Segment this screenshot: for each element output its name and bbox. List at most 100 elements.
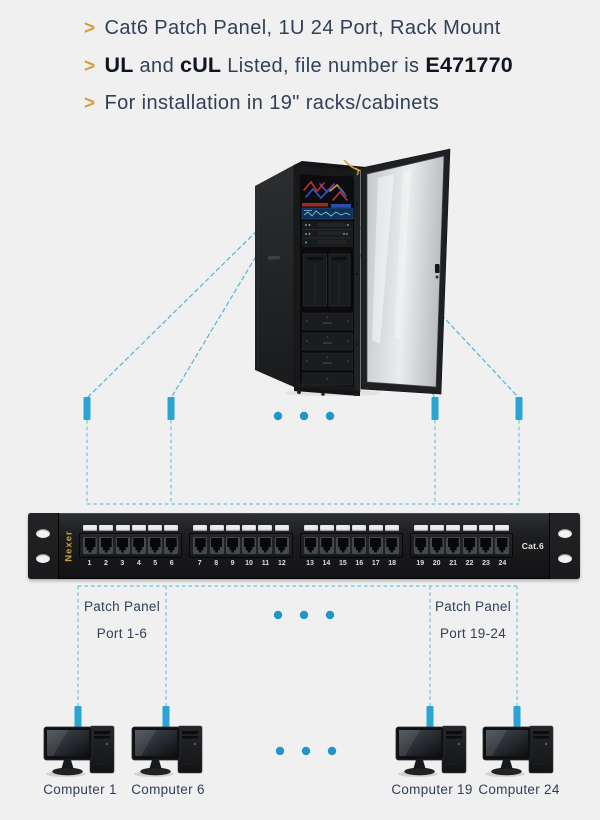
rj45-port bbox=[336, 536, 350, 554]
computer-item: Computer 24 bbox=[471, 724, 567, 797]
rack-interior-equipment bbox=[301, 176, 354, 386]
label-line: Patch Panel bbox=[83, 599, 161, 614]
cat6-label: Cat.6 bbox=[521, 541, 544, 551]
computer-label: Computer 24 bbox=[478, 782, 560, 797]
label-strip bbox=[193, 524, 208, 531]
port-number: 3 bbox=[120, 559, 125, 567]
label-strip bbox=[430, 524, 444, 531]
label-strip bbox=[131, 524, 146, 531]
label-strip bbox=[99, 524, 114, 531]
rj45-port bbox=[225, 536, 240, 554]
label-strip bbox=[478, 524, 493, 531]
label-strip bbox=[225, 524, 240, 531]
ellipsis-dots-middle bbox=[273, 610, 335, 620]
label-strip bbox=[258, 524, 273, 531]
computer-label: Computer 1 bbox=[43, 782, 117, 797]
label-strips bbox=[410, 524, 513, 531]
port-number: 20 bbox=[432, 559, 441, 567]
feature-text: For installation in 19" racks/cabinets bbox=[104, 92, 440, 114]
port-number: 2 bbox=[103, 559, 108, 567]
ellipsis-dots-top bbox=[273, 411, 335, 421]
rj45-port bbox=[193, 536, 208, 554]
label-strip bbox=[209, 524, 224, 531]
rack-frame-right bbox=[354, 170, 360, 392]
port-number: 7 bbox=[197, 559, 202, 567]
computer-icon bbox=[482, 725, 554, 778]
rj45-port bbox=[274, 536, 289, 554]
rack-door-open bbox=[360, 148, 451, 395]
label-strip bbox=[413, 524, 428, 531]
computer-icon bbox=[131, 725, 203, 778]
rj45-port bbox=[352, 536, 367, 554]
ul-mark: UL bbox=[104, 53, 134, 77]
port-number: 11 bbox=[261, 559, 270, 567]
patch-panel-port-range-label: Patch Panel Port 19-24 bbox=[423, 593, 523, 647]
rj45-port bbox=[131, 536, 146, 554]
port-number: 13 bbox=[306, 559, 314, 567]
feature-item: > UL and cUL Listed, file number is E471… bbox=[84, 53, 513, 79]
label-strip bbox=[115, 524, 130, 531]
rj45-port bbox=[384, 536, 399, 554]
label-strips bbox=[79, 524, 182, 531]
yellow-cable bbox=[355, 167, 359, 176]
feature-text: Cat6 Patch Panel, 1U 24 Port, Rack Mount bbox=[104, 17, 501, 39]
label-strip bbox=[242, 524, 256, 531]
feature-bullet: > bbox=[84, 93, 96, 114]
door-lock bbox=[435, 264, 440, 273]
label-strip bbox=[368, 524, 383, 531]
mounting-hole bbox=[36, 529, 50, 538]
port-number: 24 bbox=[498, 559, 507, 567]
rj45-port bbox=[83, 536, 97, 554]
yellow-cable bbox=[343, 159, 363, 172]
feature-list: > Cat6 Patch Panel, 1U 24 Port, Rack Mou… bbox=[84, 16, 513, 128]
file-number: E471770 bbox=[425, 53, 513, 77]
feature-text-segment: Listed, file number is bbox=[221, 55, 426, 77]
label-line: Port 1-6 bbox=[96, 626, 148, 641]
label-strip bbox=[274, 524, 289, 531]
rj45-port bbox=[164, 536, 179, 554]
port-number: 15 bbox=[338, 559, 347, 567]
feature-item: > For installation in 19" racks/cabinets bbox=[84, 91, 513, 116]
mounting-hole bbox=[558, 554, 572, 563]
port-number: 23 bbox=[482, 559, 490, 567]
rj45-port bbox=[413, 536, 428, 554]
label-strip bbox=[336, 524, 350, 531]
label-strips bbox=[189, 524, 292, 531]
jack-row bbox=[299, 532, 403, 558]
computer-item: Computer 1 bbox=[32, 724, 128, 797]
rj45-port bbox=[99, 536, 114, 554]
label-strip bbox=[462, 524, 477, 531]
label-strip bbox=[164, 524, 179, 531]
computer-label: Computer 6 bbox=[131, 782, 205, 797]
feature-item: > Cat6 Patch Panel, 1U 24 Port, Rack Mou… bbox=[84, 16, 513, 41]
computer-icon bbox=[43, 725, 115, 778]
cul-mark: cUL bbox=[180, 53, 222, 77]
feature-text: UL and cUL Listed, file number is E47177… bbox=[105, 53, 513, 79]
port-number: 5 bbox=[153, 559, 158, 567]
label-strip bbox=[384, 524, 399, 531]
computer-icon bbox=[395, 725, 467, 778]
port-number: 6 bbox=[169, 559, 174, 567]
patch-panel-port-range-label: Patch Panel Port 1-6 bbox=[72, 593, 172, 647]
rj45-port bbox=[446, 536, 461, 554]
computer-item: Computer 6 bbox=[120, 724, 216, 797]
rack-feet bbox=[294, 387, 360, 396]
feature-bullet: > bbox=[84, 18, 96, 39]
connection-endpoint-bars-bottom bbox=[74, 706, 521, 727]
label-strip bbox=[303, 524, 318, 531]
port-number: 8 bbox=[214, 559, 219, 567]
rj45-port bbox=[148, 536, 162, 554]
label-strip bbox=[352, 524, 367, 531]
label-strip bbox=[148, 524, 162, 531]
feature-bullet: > bbox=[84, 56, 96, 77]
patch-panel-ear-left bbox=[28, 513, 59, 579]
